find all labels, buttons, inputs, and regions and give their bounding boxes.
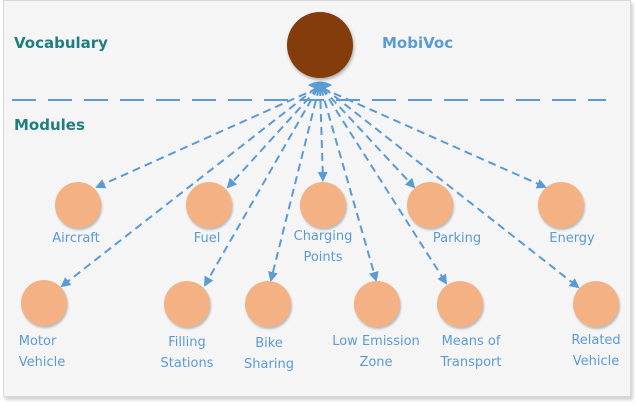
edge-bike-sharing: [268, 87, 320, 282]
edge-motor-vehicle: [60, 87, 317, 288]
module-label-energy: Energy: [549, 231, 595, 246]
edge-energy: [321, 87, 547, 189]
module-node-parking[interactable]: [407, 182, 453, 228]
module-node-bike-sharing[interactable]: [245, 281, 291, 327]
edge-filling-stations: [204, 87, 319, 287]
module-label-aircraft: Aircraft: [52, 231, 100, 246]
modules-section-label: Modules: [14, 116, 85, 134]
edge-aircraft: [95, 87, 319, 189]
edge-low-emission-zone: [320, 87, 379, 282]
module-node-energy[interactable]: [538, 182, 584, 228]
module-node-aircraft[interactable]: [55, 182, 101, 228]
vocabulary-section-label: Vocabulary: [14, 34, 108, 52]
module-node-low-emission-zone[interactable]: [354, 281, 400, 327]
edge-related-vehicle: [323, 87, 580, 289]
hub-connector: [308, 81, 332, 89]
module-label-fuel: Fuel: [193, 231, 221, 246]
module-node-related-vehicle[interactable]: [573, 281, 619, 327]
edge-charging-points: [317, 87, 328, 182]
mobivoc-root-node[interactable]: [287, 12, 353, 78]
module-node-fuel[interactable]: [186, 182, 232, 228]
edge-fuel: [226, 87, 319, 189]
mobivoc-root-label: MobiVoc: [382, 34, 454, 52]
module-node-means-of-transport[interactable]: [437, 281, 483, 327]
module-label-parking: Parking: [432, 231, 482, 246]
module-node-charging-points[interactable]: [300, 182, 346, 228]
edge-parking: [321, 87, 416, 189]
module-node-motor-vehicle[interactable]: [21, 280, 67, 326]
module-node-filling-stations[interactable]: [164, 281, 210, 327]
